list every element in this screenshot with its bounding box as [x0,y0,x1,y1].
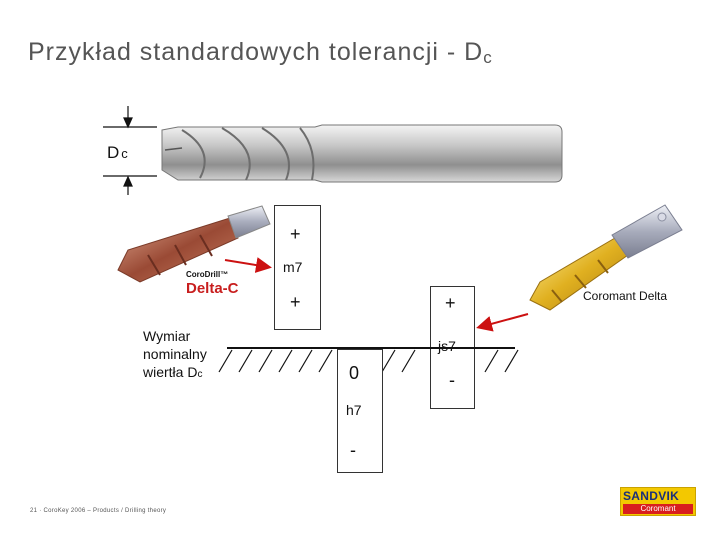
corodrill-delta-c-illustration [117,205,271,283]
m7-tolerance-zone [274,205,321,330]
js7-minus: - [449,370,455,390]
m7-lower-plus: + [290,292,301,312]
page-title: Przykład standardowych tolerancji - Dc [28,38,493,68]
arrow-coromant-delta-to-js7 [476,313,529,332]
nominal-subscript: c [197,369,203,380]
js7-zero-crossing [430,347,475,349]
h7-tolerance-zone [337,349,383,473]
main-drill-illustration [161,124,563,183]
js7-label: js7 [438,338,456,354]
sandvik-logo: SANDVIK Coromant [620,487,696,516]
h7-zero: 0 [349,363,360,383]
js7-plus: + [445,293,456,313]
dc-dimension [103,106,157,195]
nominal-size-label: Wymiar nominalny wiertła Dc [143,327,207,384]
dc-subscript: c [121,146,130,161]
arrow-delta-c-to-m7 [224,257,272,273]
dc-label: Dc [107,143,130,163]
h7-minus: - [350,440,356,460]
footer-text: 21 · CoroKey 2006 – Products / Drilling … [30,508,167,514]
nominal-line2: nominalny [143,346,207,362]
nominal-line3: wiertła D [143,364,198,380]
m7-upper-plus: + [290,224,301,244]
nominal-line1: Wymiar [143,328,191,344]
dc-main: D [107,143,122,162]
logo-bottom-text: Coromant [623,504,693,514]
title-main: Przykład standardowych tolerancji - D [28,38,484,66]
logo-top-text: SANDVIK [623,489,680,503]
delta-c-label: Delta-C [186,280,239,297]
title-subscript: c [483,48,493,67]
m7-label: m7 [283,259,303,275]
corodrill-brand-label: CoroDrill™ [186,270,229,279]
h7-label: h7 [346,402,362,418]
coromant-delta-illustration [529,204,683,311]
coromant-delta-label: Coromant Delta [583,289,668,303]
